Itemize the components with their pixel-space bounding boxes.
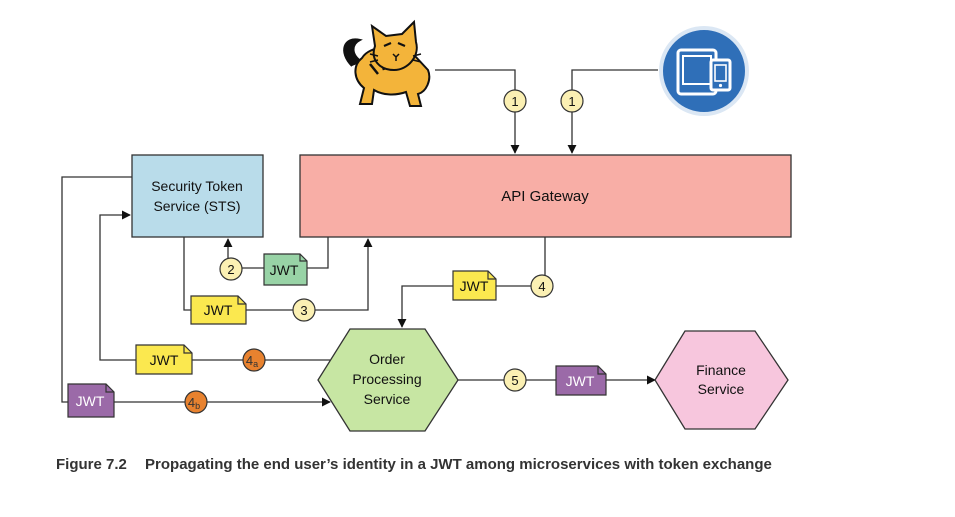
- jwt-label: JWT: [76, 393, 105, 409]
- step-number: 1: [568, 94, 575, 109]
- figure-caption-text: Propagating the end user’s identity in a…: [145, 456, 772, 473]
- jwt-token-step4a: JWT: [135, 344, 193, 375]
- finance-service: Finance Service: [654, 330, 789, 430]
- figure-number: Figure 7.2: [56, 456, 127, 473]
- figure-caption: Figure 7.2 Propagating the end user’s id…: [56, 456, 772, 473]
- jwt-token-step5: JWT: [555, 365, 607, 396]
- finance-label-line1: Finance: [696, 362, 746, 378]
- line-sts-to-gateway: [183, 237, 373, 311]
- jwt-token-step4: JWT: [452, 270, 497, 301]
- mobile-devices-icon: [659, 26, 749, 116]
- jwt-label: JWT: [460, 278, 489, 294]
- finance-label-line2: Service: [698, 381, 745, 397]
- order-label-line2: Processing: [352, 371, 421, 387]
- order-label-line3: Service: [364, 391, 411, 407]
- step-number: 2: [227, 262, 234, 277]
- step-marker-1-mobile: 1: [560, 89, 584, 113]
- jwt-label: JWT: [270, 262, 299, 278]
- step-number-sub: a: [253, 359, 258, 369]
- step-number: 5: [511, 373, 518, 388]
- step-marker-5: 5: [503, 368, 527, 392]
- jwt-label: JWT: [204, 302, 233, 318]
- jwt-token-step2: JWT: [263, 253, 308, 286]
- jwt-token-step4b: JWT: [67, 383, 115, 418]
- order-label-line1: Order: [369, 351, 405, 367]
- step-marker-2: 2: [219, 257, 243, 281]
- step-number: 4b: [188, 395, 200, 411]
- step-marker-4: 4: [530, 274, 554, 298]
- step-number: 4: [538, 279, 545, 294]
- step-marker-4b: 4b: [184, 390, 208, 414]
- api-gateway-label: API Gateway: [501, 188, 589, 205]
- line-mobile-client-to-gateway: [567, 69, 658, 154]
- jwt-label: JWT: [566, 373, 595, 389]
- security-token-service: Security Token Service (STS): [131, 154, 264, 238]
- jwt-token-step3: JWT: [190, 295, 247, 325]
- step-number: 3: [300, 303, 307, 318]
- tomcat-cat-icon: [343, 19, 431, 107]
- api-gateway: API Gateway: [299, 154, 792, 238]
- step-number-main: 4: [246, 353, 253, 368]
- step-marker-4a: 4a: [242, 348, 266, 372]
- line-order-to-sts: [99, 210, 330, 361]
- step-number: 1: [511, 94, 518, 109]
- sts-label-line2: Service (STS): [153, 198, 240, 214]
- line-web-client-to-gateway: [435, 69, 520, 154]
- sts-label-line1: Security Token: [151, 178, 243, 194]
- step-number: 4a: [246, 353, 258, 369]
- order-processing-service: Order Processing Service: [317, 328, 459, 432]
- jwt-label: JWT: [150, 352, 179, 368]
- step-marker-3: 3: [292, 298, 316, 322]
- step-number-main: 4: [188, 395, 195, 410]
- step-marker-1-web: 1: [503, 89, 527, 113]
- step-number-sub: b: [195, 401, 200, 411]
